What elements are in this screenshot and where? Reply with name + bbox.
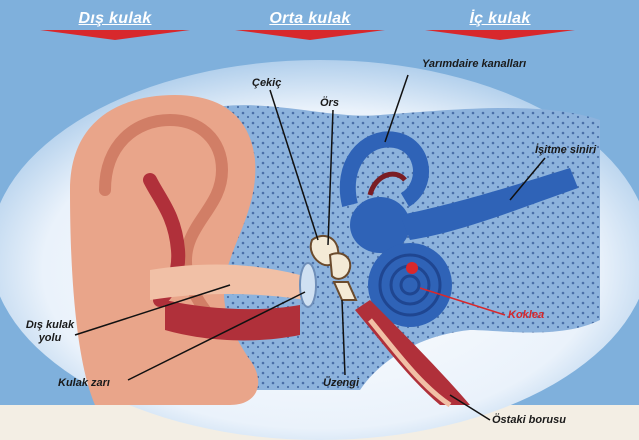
- label-semicircular: Yarımdaire kanalları: [422, 58, 526, 71]
- header-inner-ear: İç kulak: [425, 10, 575, 28]
- header-outer-ear: Dış kulak: [40, 10, 190, 28]
- label-eustachian: Östaki borusu: [492, 414, 566, 427]
- label-ear-canal-line2: yolu: [20, 332, 80, 345]
- anvil-bone: [330, 253, 350, 279]
- label-ear-canal-line1: Dış kulak: [20, 319, 80, 332]
- cochlea-marker: [406, 262, 418, 274]
- eardrum-membrane: [300, 263, 316, 307]
- label-anvil: Örs: [320, 97, 339, 110]
- header-middle-ear: Orta kulak: [235, 10, 385, 28]
- label-cochlea: Koklea: [508, 309, 544, 322]
- auricle: [70, 95, 258, 405]
- label-eardrum: Kulak zarı: [58, 377, 110, 390]
- label-ear-canal: Dış kulak yolu: [20, 319, 80, 345]
- label-stirrup: Üzengi: [323, 377, 359, 390]
- label-hammer: Çekiç: [252, 77, 281, 90]
- label-auditory-nerve: İşitme siniri: [535, 144, 596, 157]
